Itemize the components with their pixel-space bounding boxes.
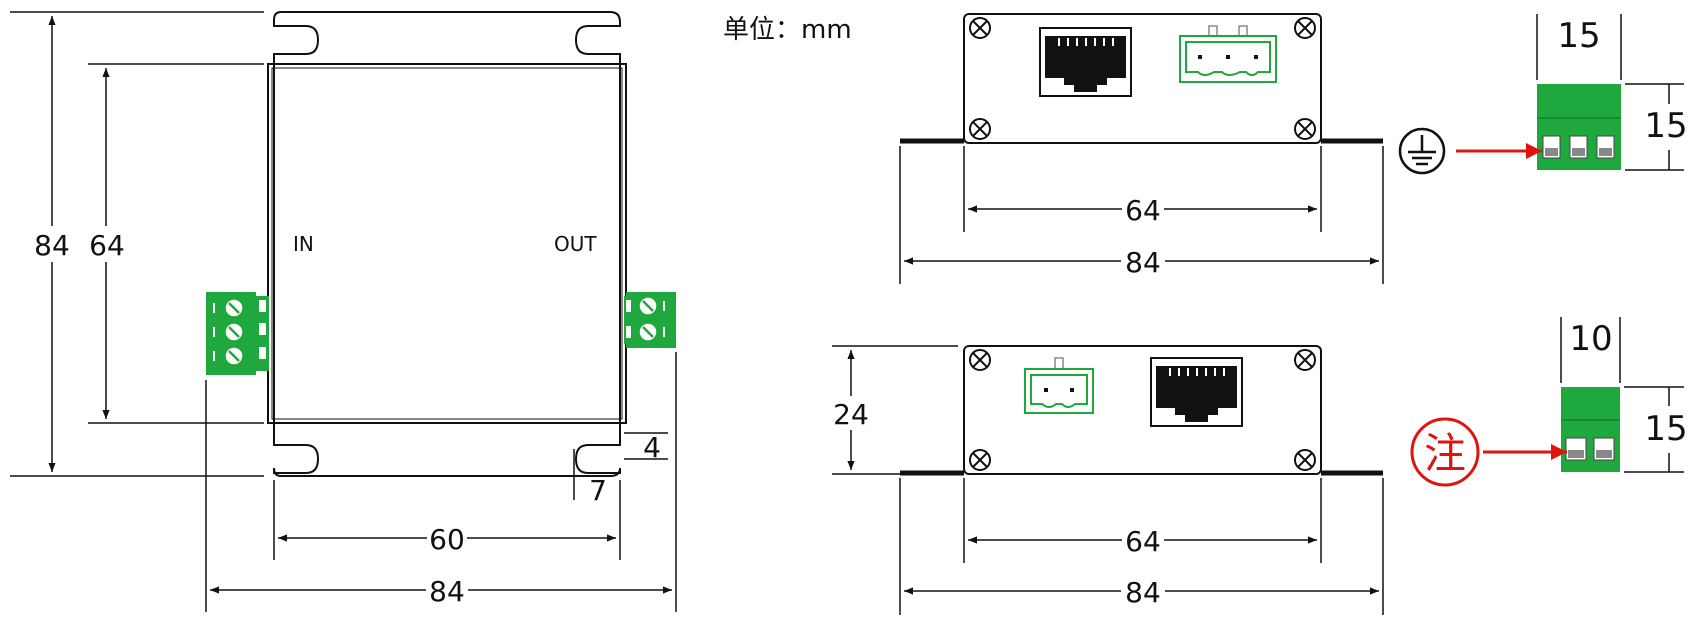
front-view-b <box>900 345 1383 476</box>
unit-label: 单位：mm <box>723 15 852 45</box>
dim-inner-height: 64 <box>89 229 125 262</box>
rj45-port-icon <box>1150 357 1243 427</box>
terminal-3pin-connector-icon <box>1179 25 1277 83</box>
terminal-2pin-dimensions <box>1560 317 1684 473</box>
front-view-b-body <box>963 345 1322 475</box>
screw-icon <box>969 17 1316 140</box>
note-callout-text: 注 <box>1424 429 1466 478</box>
terminal-2pin-detail <box>1561 387 1620 472</box>
device-body <box>267 63 627 424</box>
dim-2pin-width: 10 <box>1569 319 1612 359</box>
dim-3pin-height: 15 <box>1644 106 1687 146</box>
dim-overall-height: 84 <box>34 229 70 262</box>
dim-a-body-width: 64 <box>1125 194 1161 227</box>
terminal-3pin-dimensions <box>1536 14 1684 171</box>
rj45-port-icon <box>1039 27 1132 97</box>
dim-3pin-width: 15 <box>1557 16 1600 56</box>
dim-b-height: 24 <box>833 398 869 431</box>
top-view <box>267 11 627 477</box>
out-label: OUT <box>554 232 597 256</box>
dim-top-overall-width: 84 <box>429 575 465 608</box>
dim-b-overall-width: 84 <box>1125 576 1161 609</box>
dim-a-overall-width: 84 <box>1125 246 1161 279</box>
dim-tab-width: 7 <box>589 474 607 507</box>
terminal-block-in <box>206 292 269 375</box>
ground-symbol-icon <box>1398 127 1446 175</box>
terminal-3pin-detail <box>1537 84 1621 170</box>
in-label: IN <box>293 232 314 256</box>
dim-hole-spacing: 60 <box>429 523 465 556</box>
terminal-block-out <box>624 292 676 348</box>
terminal-2pin-connector-icon <box>1024 357 1094 414</box>
dim-b-body-width: 64 <box>1125 525 1161 558</box>
top-view-dimensions <box>10 11 677 612</box>
note-callout: 注 <box>1410 417 1480 487</box>
dim-2pin-height: 15 <box>1644 409 1687 449</box>
device-body-inner <box>271 67 623 420</box>
dim-tab-offset: 4 <box>643 431 661 464</box>
front-view-a <box>900 13 1383 144</box>
screw-icon <box>969 349 1316 471</box>
mounting-plate-outline <box>273 11 621 477</box>
